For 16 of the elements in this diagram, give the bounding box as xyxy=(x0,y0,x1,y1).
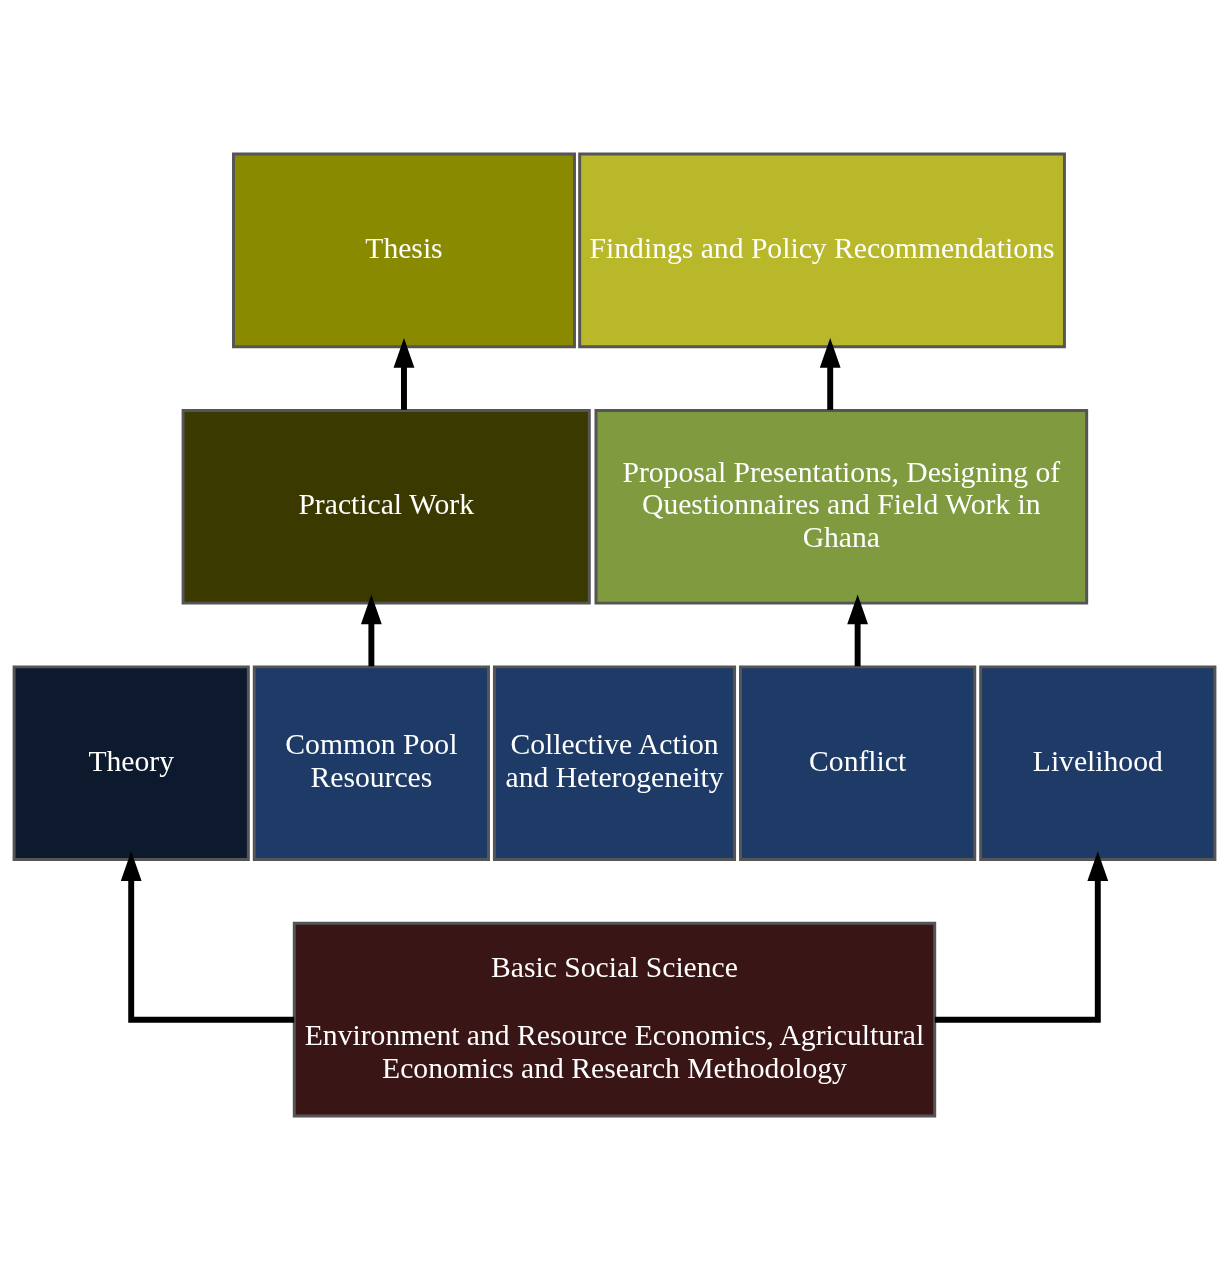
node-box: Collective Action and Heterogeneity xyxy=(492,664,737,861)
arrow xyxy=(393,337,415,410)
node-box: Proposal Presentations, Designing of Questionnaires and Field Work in Ghana xyxy=(594,408,1089,605)
node-box: Findings and Policy Recommendations xyxy=(578,151,1066,348)
node-box: Practical Work xyxy=(181,408,591,605)
arrow xyxy=(120,850,295,1023)
node-box: Conflict xyxy=(739,664,977,861)
arrow xyxy=(934,850,1109,1023)
arrow xyxy=(819,337,841,410)
node-box: Basic Social Science Environment and Resource Economics, Agricultural Economics and Research Methodology xyxy=(292,921,937,1118)
node-box: Livelihood xyxy=(979,664,1217,861)
node-box: Theory xyxy=(12,664,250,861)
arrow xyxy=(847,593,869,666)
arrow xyxy=(360,593,382,666)
node-box: Common Pool Resources xyxy=(252,664,490,861)
node-box: Thesis xyxy=(232,151,576,348)
